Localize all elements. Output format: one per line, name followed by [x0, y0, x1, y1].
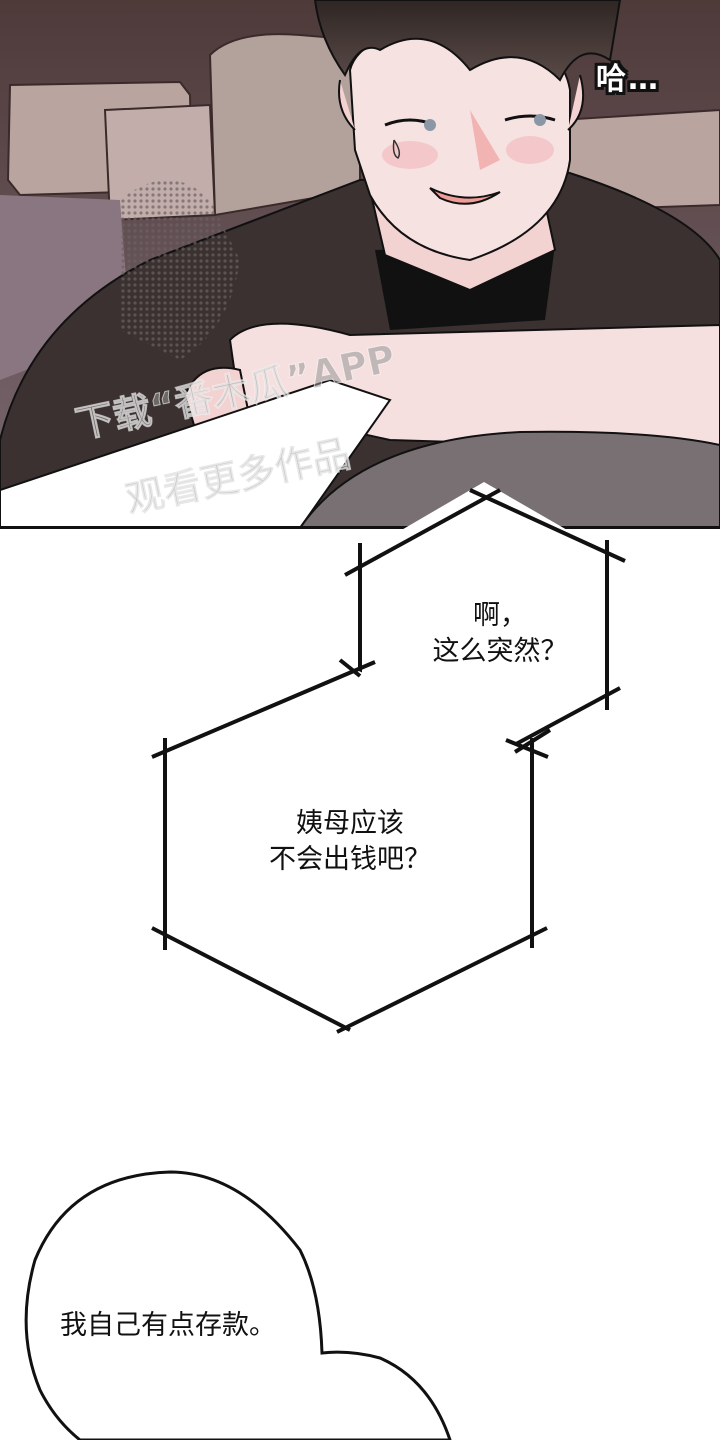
panel-artwork: [0, 0, 720, 528]
bubble-2-line-1: 姨母应该: [296, 808, 404, 839]
round-bubble-outline: [24, 1170, 452, 1440]
speech-bubble-1: 啊， 这么突然？: [410, 598, 590, 670]
bubble-3-line-1: 我自己有点存款。: [60, 1310, 276, 1341]
bubble-1-line-1: 啊，: [473, 600, 527, 631]
bubble-2-line-2: 不会出钱吧？: [269, 844, 431, 875]
bubble-1-line-2: 这么突然？: [432, 636, 568, 667]
speech-bubble-3: 我自己有点存款。: [60, 1308, 340, 1344]
speech-bubble-2: 姨母应该 不会出钱吧？: [230, 806, 470, 878]
comic-panel-illustration: [0, 0, 720, 528]
panel-border: [0, 526, 720, 529]
sound-effect-text: 哈…: [596, 62, 660, 97]
